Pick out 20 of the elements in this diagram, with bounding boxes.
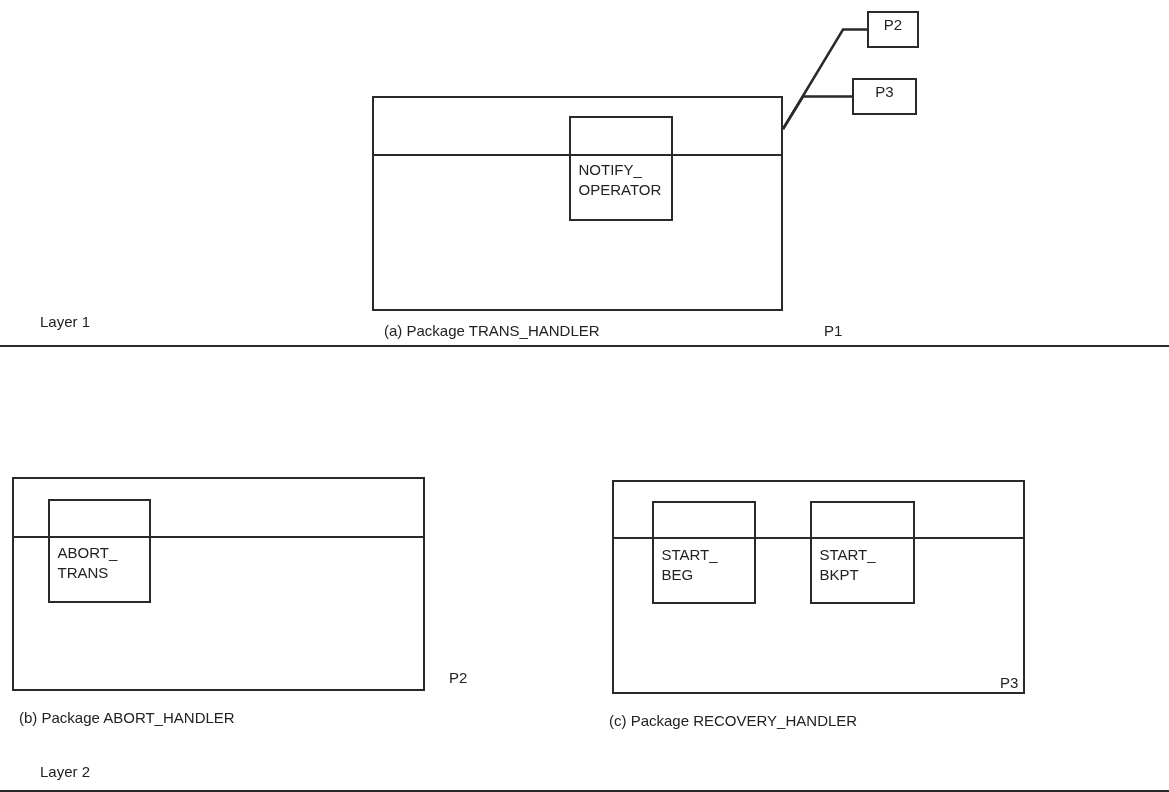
connector-line (781, 95, 852, 130)
package-caption: (a) Package TRANS_HANDLER (384, 322, 600, 339)
package-label: P3 (1000, 674, 1019, 691)
package-caption: (c) Package RECOVERY_HANDLER (609, 712, 858, 729)
package-reference-box (867, 11, 919, 48)
package-caption: (b) Package ABORT_HANDLER (19, 709, 235, 726)
layer-label: Layer 2 (40, 763, 91, 780)
layer-label: Layer 1 (40, 313, 91, 330)
subprogram-box (47, 498, 151, 603)
subprogram-box (568, 115, 673, 221)
subprogram-name: START_ BKPT (819, 544, 877, 585)
package-label: P1 (824, 322, 843, 339)
package-label: P3 (874, 82, 895, 102)
subprogram-box (809, 500, 915, 604)
subprogram-name: ABORT_ TRANS (57, 542, 119, 583)
subprogram-box (651, 500, 756, 604)
subprogram-name: START_ BEG (661, 544, 719, 585)
package-label: P2 (882, 15, 904, 35)
package-label: P2 (449, 669, 468, 686)
package-reference-box (852, 78, 917, 115)
